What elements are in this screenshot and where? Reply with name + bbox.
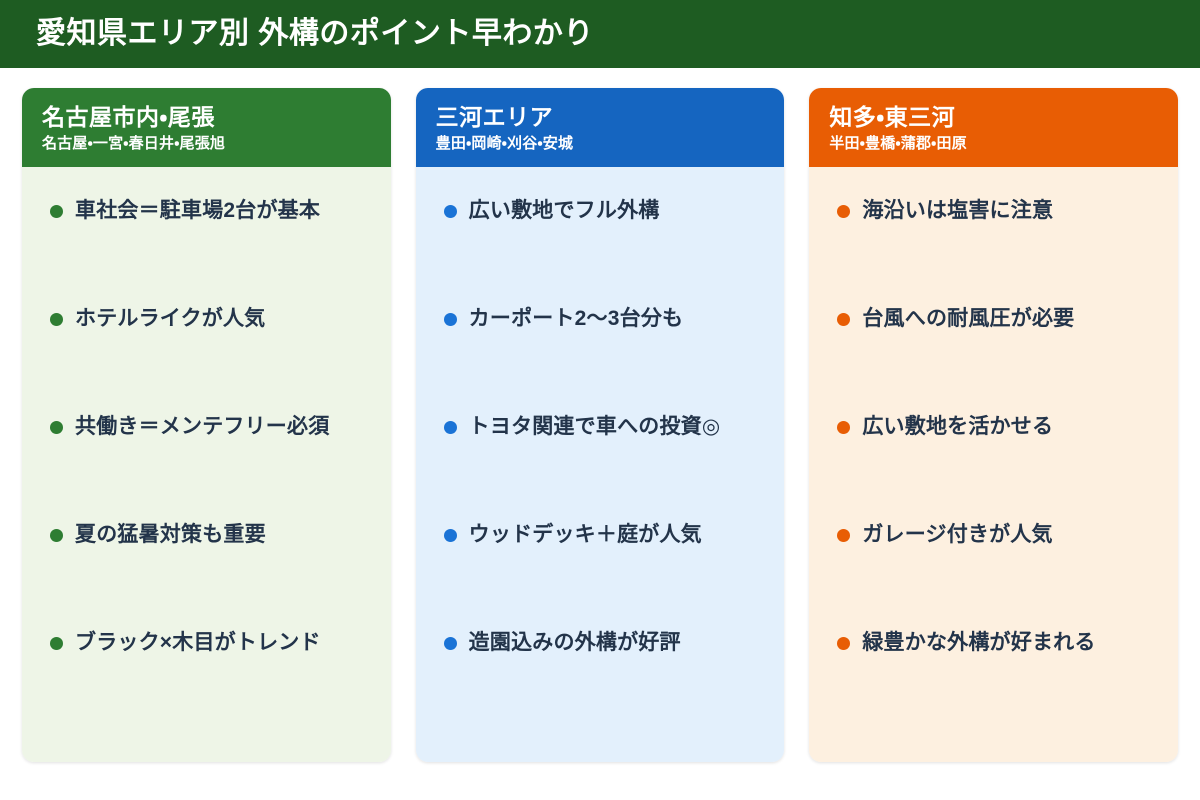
list-item-label: 台風への耐風圧が必要 — [862, 307, 1075, 331]
bullet-dot-icon — [837, 205, 851, 219]
list-item-label: カーポート2〜3台分も — [468, 307, 684, 331]
list-item: ガレージ付きが人気 — [837, 517, 1160, 625]
list-item-label: 造園込みの外構が好評 — [468, 631, 681, 655]
list-item-label: 広い敷地を活かせる — [862, 415, 1054, 439]
bullet-dot-icon — [443, 637, 457, 651]
area-card-subtitle: 半田・豊橋・蒲郡・田原 — [829, 135, 967, 153]
area-card-subtitle: 豊田・岡崎・刈谷・安城 — [435, 135, 574, 153]
bullet-dot-icon — [50, 421, 63, 435]
area-card-title: 名古屋市内・尾張 — [42, 104, 215, 130]
area-card-mikawa: 三河エリア 豊田・岡崎・刈谷・安城 広い敷地でフル外構 カーポート2〜3台分も — [415, 88, 785, 762]
list-item: ウッドデッキ＋庭が人気 — [443, 517, 767, 625]
list-item: 広い敷地を活かせる — [837, 409, 1160, 517]
bullet-dot-icon — [443, 529, 457, 543]
page-title-band: 愛知県エリア別 外構のポイント早わかり — [0, 0, 1200, 68]
list-item-label: ブラック×木目がトレンド — [75, 631, 321, 655]
list-item-label: 車社会＝駐車場2台が基本 — [75, 199, 321, 223]
list-item-label: ウッドデッキ＋庭が人気 — [468, 523, 702, 547]
bullet-dot-icon — [50, 205, 63, 219]
point-list-chita-higashimikawa: 海沿いは塩害に注意 台風への耐風圧が必要 広い敷地を活かせる ガレージ付きが人気 — [837, 193, 1160, 733]
list-item: 共働き＝メンテフリー必須 — [50, 409, 373, 517]
list-item-label: 海沿いは塩害に注意 — [862, 199, 1054, 223]
area-card-body-chita-higashimikawa: 海沿いは塩害に注意 台風への耐風圧が必要 広い敷地を活かせる ガレージ付きが人気 — [809, 167, 1179, 762]
area-card-body-mikawa: 広い敷地でフル外構 カーポート2〜3台分も トヨタ関連で車への投資◎ ウッドデッ… — [415, 167, 785, 762]
area-card-header-chita-higashimikawa: 知多・東三河 半田・豊橋・蒲郡・田原 — [809, 88, 1179, 168]
bullet-dot-icon — [50, 529, 63, 543]
area-card-header-nagoya-owari: 名古屋市内・尾張 名古屋・一宮・春日井・尾張旭 — [22, 88, 391, 168]
point-list-nagoya-owari: 車社会＝駐車場2台が基本 ホテルライクが人気 共働き＝メンテフリー必須 夏の猛暑… — [50, 193, 373, 733]
area-card-header-mikawa: 三河エリア 豊田・岡崎・刈谷・安城 — [415, 88, 785, 168]
bullet-dot-icon — [837, 637, 851, 651]
point-list-mikawa: 広い敷地でフル外構 カーポート2〜3台分も トヨタ関連で車への投資◎ ウッドデッ… — [443, 193, 767, 733]
area-card-title: 知多・東三河 — [829, 104, 956, 130]
area-card-chita-higashimikawa: 知多・東三河 半田・豊橋・蒲郡・田原 海沿いは塩害に注意 台風への耐風圧が必要 — [809, 88, 1179, 762]
list-item: ホテルライクが人気 — [50, 301, 373, 409]
list-item: ブラック×木目がトレンド — [50, 625, 373, 733]
list-item-label: 緑豊かな外構が好まれる — [862, 631, 1096, 655]
bullet-dot-icon — [837, 421, 851, 435]
list-item: 台風への耐風圧が必要 — [837, 301, 1160, 409]
bullet-dot-icon — [50, 313, 63, 327]
area-cards-row: 名古屋市内・尾張 名古屋・一宮・春日井・尾張旭 車社会＝駐車場2台が基本 ホテル… — [22, 88, 1179, 762]
list-item-label: ガレージ付きが人気 — [862, 523, 1053, 547]
area-card-subtitle: 名古屋・一宮・春日井・尾張旭 — [42, 135, 226, 153]
bullet-dot-icon — [443, 421, 457, 435]
list-item: 海沿いは塩害に注意 — [837, 193, 1160, 301]
list-item-label: ホテルライクが人気 — [75, 307, 266, 331]
list-item-label: トヨタ関連で車への投資◎ — [468, 415, 721, 439]
area-card-title: 三河エリア — [435, 104, 554, 130]
list-item-label: 夏の猛暑対策も重要 — [75, 523, 266, 547]
list-item: 緑豊かな外構が好まれる — [837, 625, 1160, 733]
bullet-dot-icon — [443, 313, 457, 327]
list-item: トヨタ関連で車への投資◎ — [443, 409, 767, 517]
list-item: 車社会＝駐車場2台が基本 — [50, 193, 373, 301]
area-card-body-nagoya-owari: 車社会＝駐車場2台が基本 ホテルライクが人気 共働き＝メンテフリー必須 夏の猛暑… — [22, 167, 391, 762]
page-title: 愛知県エリア別 外構のポイント早わかり — [36, 17, 594, 50]
bullet-dot-icon — [837, 529, 851, 543]
area-card-nagoya-owari: 名古屋市内・尾張 名古屋・一宮・春日井・尾張旭 車社会＝駐車場2台が基本 ホテル… — [22, 88, 391, 762]
list-item: 造園込みの外構が好評 — [443, 625, 767, 733]
list-item: 夏の猛暑対策も重要 — [50, 517, 373, 625]
list-item-label: 広い敷地でフル外構 — [468, 199, 660, 223]
bullet-dot-icon — [443, 205, 457, 219]
list-item: カーポート2〜3台分も — [443, 301, 767, 409]
list-item: 広い敷地でフル外構 — [443, 193, 767, 301]
list-item-label: 共働き＝メンテフリー必須 — [75, 415, 330, 439]
bullet-dot-icon — [50, 637, 63, 651]
bullet-dot-icon — [837, 313, 851, 327]
